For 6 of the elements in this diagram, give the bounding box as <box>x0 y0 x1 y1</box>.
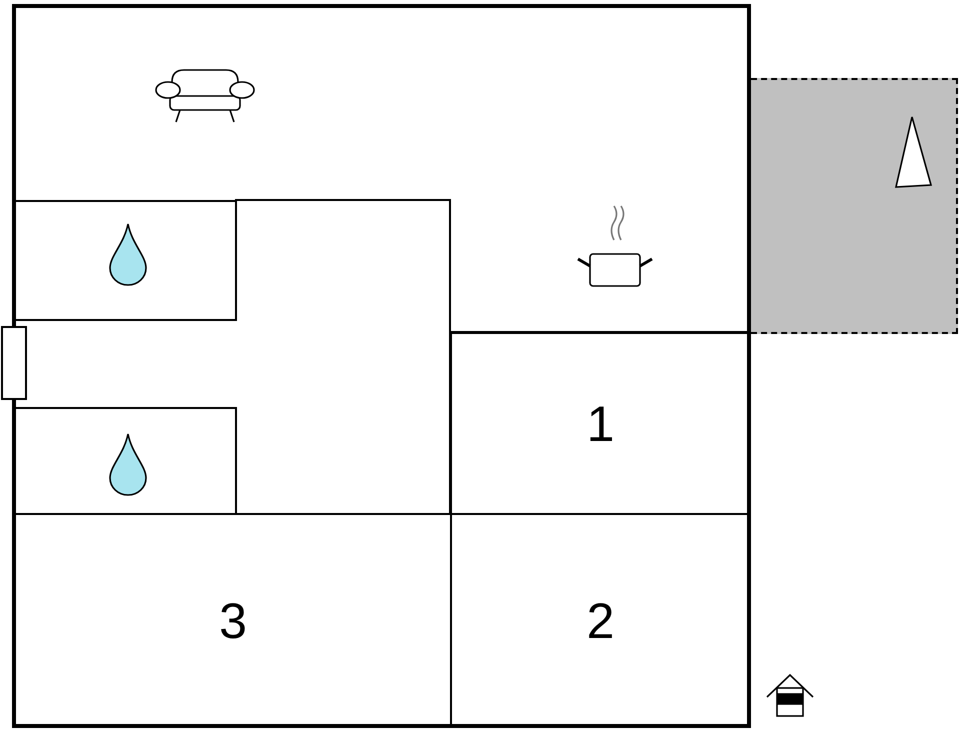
room-number: 2 <box>586 596 614 646</box>
room-outline <box>14 407 237 515</box>
terrace-area <box>751 78 958 334</box>
room-number: 1 <box>586 398 614 448</box>
room-number: 3 <box>219 596 247 646</box>
room-outline <box>14 200 237 321</box>
